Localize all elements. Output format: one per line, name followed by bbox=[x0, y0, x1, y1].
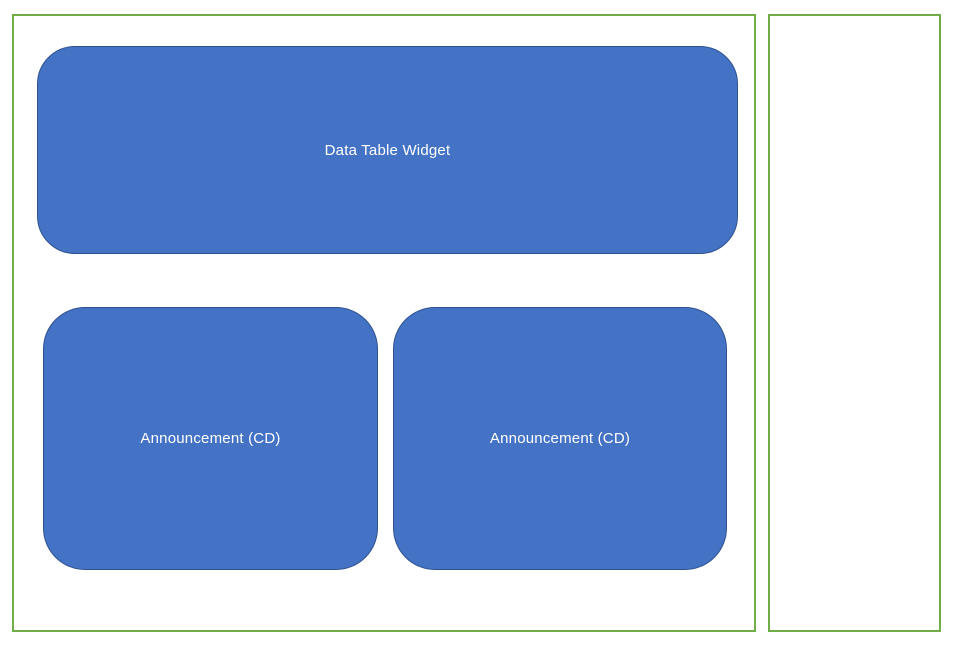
main-content-container: Data Table Widget Announcement (CD) Anno… bbox=[12, 14, 756, 632]
announcement-widget-left-label: Announcement (CD) bbox=[140, 430, 281, 447]
announcement-widget-left-shape[interactable]: Announcement (CD) bbox=[43, 307, 378, 570]
data-table-widget-label: Data Table Widget bbox=[324, 141, 451, 159]
sidebar-container bbox=[768, 14, 941, 632]
data-table-widget-shape[interactable]: Data Table Widget bbox=[37, 46, 738, 254]
announcement-widget-right-label: Announcement (CD) bbox=[489, 430, 631, 447]
announcement-widget-right-shape[interactable]: Announcement (CD) bbox=[393, 307, 727, 570]
